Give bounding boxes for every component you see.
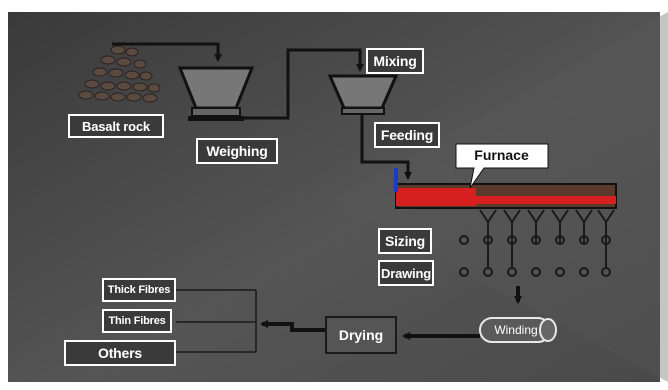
label-drying: Drying	[325, 316, 397, 354]
fibre-strands	[487, 222, 607, 268]
label-winding: Winding	[494, 323, 538, 337]
winding-drum-icon	[479, 317, 557, 343]
label-others: Others	[64, 340, 176, 366]
drying-to-outputs-arrow	[260, 320, 325, 332]
label-mixing: Mixing	[366, 48, 424, 74]
sizing-rollers-icon	[459, 235, 611, 245]
basalt-rock-pile-icon	[78, 45, 161, 103]
label-thin-fibres: Thin Fibres	[102, 309, 172, 333]
label-sizing: Sizing	[378, 228, 432, 254]
furnace-callout-shape	[455, 143, 549, 189]
label-thick-fibres: Thick Fibres	[102, 278, 176, 302]
weighing-hopper-icon	[177, 66, 255, 121]
furnace-icon	[394, 168, 617, 209]
mixing-to-furnace-arrow	[360, 114, 412, 180]
mixing-hopper-icon	[327, 74, 399, 115]
drawing-rollers-icon	[459, 267, 611, 277]
output-bracket-lines	[176, 289, 257, 353]
label-basalt-rock: Basalt rock	[68, 114, 164, 138]
rock-to-weighing-arrow	[112, 42, 222, 62]
label-drawing: Drawing	[378, 260, 434, 286]
weighing-to-mixing-arrow	[240, 48, 364, 120]
label-furnace: Furnace	[474, 147, 529, 163]
label-feeding: Feeding	[374, 122, 440, 148]
label-weighing: Weighing	[196, 138, 278, 164]
